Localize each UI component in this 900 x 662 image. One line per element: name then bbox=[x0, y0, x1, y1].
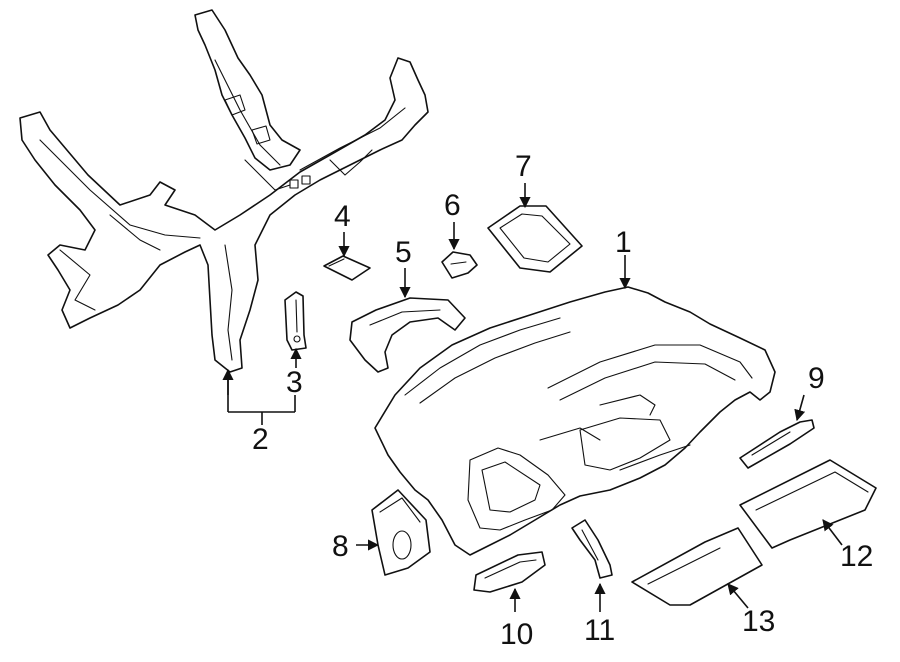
callout-3: 3 bbox=[286, 366, 303, 399]
speaker-cover-part[interactable] bbox=[371, 489, 431, 576]
leader-9 bbox=[794, 394, 806, 422]
callout-7: 7 bbox=[515, 150, 532, 183]
cross-car-beam-part[interactable] bbox=[19, 9, 429, 373]
side-trim-part[interactable] bbox=[571, 519, 613, 579]
callout-10: 10 bbox=[500, 618, 533, 651]
callout-6: 6 bbox=[444, 189, 461, 222]
cover-part[interactable] bbox=[349, 297, 466, 373]
panel-part-12[interactable] bbox=[739, 459, 877, 549]
strip-part[interactable] bbox=[739, 419, 815, 469]
callout-4: 4 bbox=[334, 200, 351, 233]
callout-12: 12 bbox=[840, 540, 873, 573]
instrument-panel-part[interactable] bbox=[374, 286, 776, 556]
panel-part-13[interactable] bbox=[631, 527, 763, 606]
leader-2 bbox=[227, 370, 296, 425]
leader-12 bbox=[822, 519, 843, 546]
pad-part[interactable] bbox=[323, 255, 371, 281]
callout-11: 11 bbox=[584, 614, 615, 647]
leader-13 bbox=[727, 583, 749, 609]
tray-part[interactable] bbox=[487, 205, 583, 273]
callout-9: 9 bbox=[808, 362, 825, 395]
callout-1: 1 bbox=[615, 226, 632, 259]
handle-part[interactable] bbox=[473, 551, 546, 593]
callout-13: 13 bbox=[742, 605, 775, 638]
callout-2: 2 bbox=[252, 423, 269, 456]
bracket-part[interactable] bbox=[284, 291, 307, 351]
callout-8: 8 bbox=[332, 530, 349, 563]
trim-part[interactable] bbox=[441, 251, 478, 279]
callout-5: 5 bbox=[395, 236, 412, 269]
